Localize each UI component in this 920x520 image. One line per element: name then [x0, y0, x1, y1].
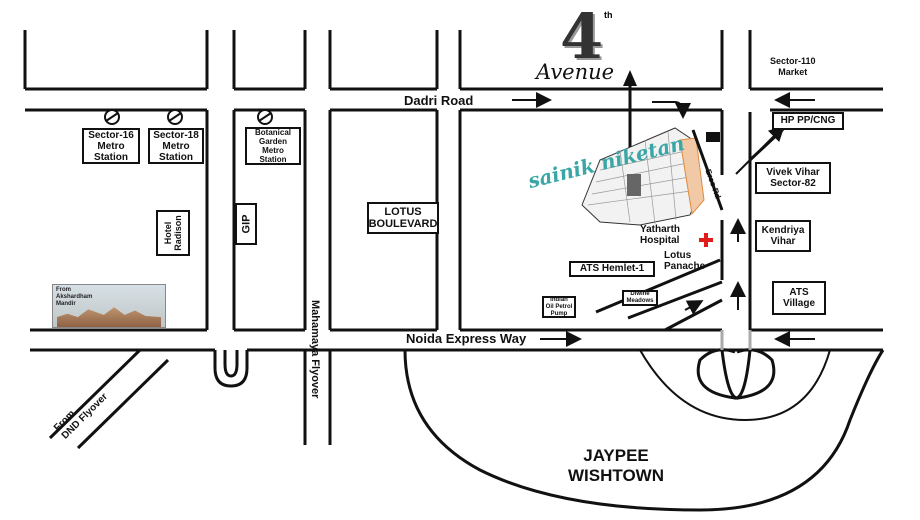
- mahamaya-flyover-label: Mahamaya Flyover: [309, 300, 321, 399]
- lotus-panache-label: Lotus Panache: [664, 250, 706, 272]
- gip-label: GIP: [240, 214, 253, 234]
- akshardham-photo: From Akshardham Mandir: [52, 284, 166, 328]
- yatharth-hospital-label: Yatharth Hospital: [640, 224, 681, 246]
- lotus-boulevard: LOTUS BOULEVARD: [367, 202, 439, 234]
- ats-village: ATS Village: [772, 281, 826, 315]
- sector16-metro-station: Sector-16 Metro Station: [82, 128, 140, 164]
- sector110-market-label: Sector-110 Market: [770, 56, 816, 77]
- gip-mall: GIP: [235, 203, 257, 245]
- ats-hamlet-1: ATS Hemlet-1: [569, 261, 655, 277]
- vivek-vihar-sector82: Vivek Vihar Sector-82: [755, 162, 831, 194]
- hotel-radison-label: Hotel Radison: [163, 215, 184, 251]
- botanical-garden-metro-station: Botanical Garden Metro Station: [245, 127, 301, 165]
- diwine-meadows: Diwine Meadows: [622, 290, 658, 306]
- jaypee-wishtown-label: JAYPEE WISHTOWN: [568, 446, 665, 485]
- hospital-cross-icon: [699, 233, 713, 247]
- fourth-avenue-logo-superscript: th: [604, 10, 613, 20]
- akshardham-label: From Akshardham Mandir: [56, 287, 93, 307]
- dadri-road-label: Dadri Road: [404, 93, 474, 108]
- temple-image: [57, 307, 161, 327]
- fourth-avenue-logo-word: Avenue: [536, 60, 615, 84]
- sector18-metro-station: Sector-18 Metro Station: [148, 128, 204, 164]
- fourth-avenue-logo-number: 4: [560, 0, 603, 73]
- hp-petrol-pump: HP PP/CNG: [772, 112, 844, 130]
- noida-expressway-label: Noida Express Way: [406, 331, 527, 346]
- kendriya-vihar: Kendriya Vihar: [755, 220, 811, 252]
- hotel-radison: Hotel Radison: [156, 210, 190, 256]
- indian-oil-petrol-pump: Indian Oil Petrol Pump: [542, 296, 576, 318]
